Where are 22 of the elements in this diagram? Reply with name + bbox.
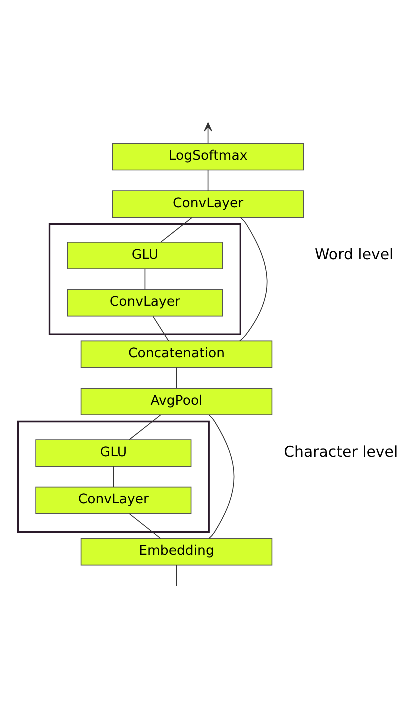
node-box: ConvLayer xyxy=(36,486,192,514)
connector xyxy=(208,170,209,192)
connector xyxy=(144,268,146,290)
label: Word level xyxy=(315,245,394,264)
connector xyxy=(129,414,162,440)
connector xyxy=(176,564,178,586)
connector xyxy=(113,466,114,488)
node-box: GLU xyxy=(67,242,224,270)
cluster xyxy=(48,223,242,336)
connector xyxy=(129,514,162,540)
node-box: LogSoftmax xyxy=(112,143,304,171)
connector xyxy=(160,217,193,243)
node-box: ConvLayer xyxy=(112,190,304,218)
node-box: GLU xyxy=(36,440,192,467)
node-box: ConvLayer xyxy=(67,289,224,317)
connector xyxy=(176,367,178,389)
connector xyxy=(152,316,170,342)
node-box: Concatenation xyxy=(80,340,273,368)
node-box: AvgPool xyxy=(80,388,273,416)
label: Character level xyxy=(284,442,398,461)
node-box: Embedding xyxy=(80,538,273,566)
cluster xyxy=(17,420,210,533)
